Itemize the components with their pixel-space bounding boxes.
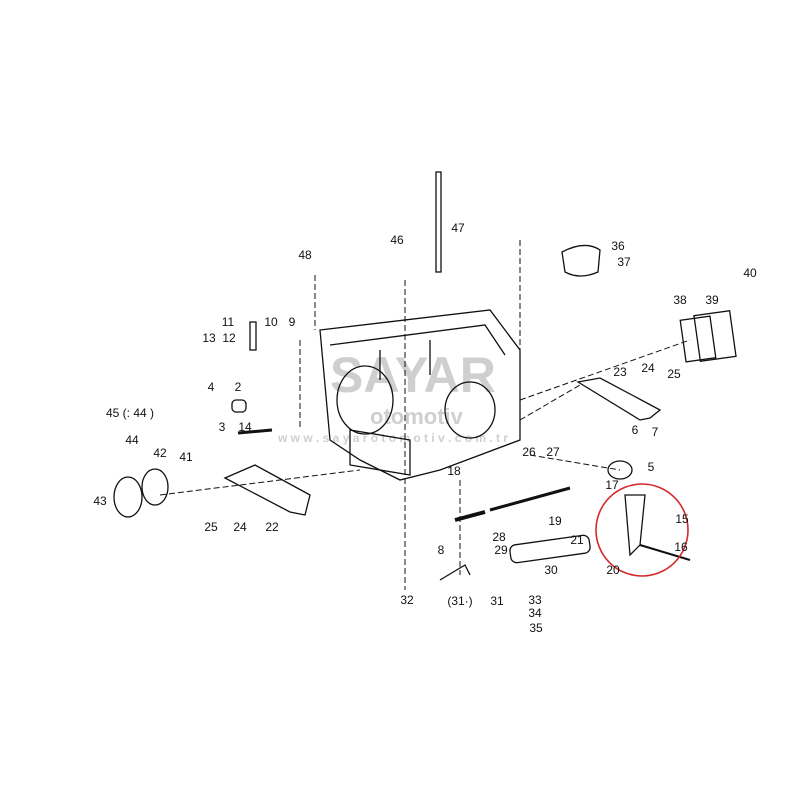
part-label-l47: 47 — [451, 221, 465, 235]
part-label-l36: 36 — [611, 239, 625, 253]
part-label-l5: 5 — [647, 460, 655, 474]
leader-lines — [159, 240, 691, 590]
part-label-l25b: 25 — [204, 520, 218, 534]
part-label-l32: 32 — [400, 593, 414, 607]
lever-11 — [249, 321, 257, 351]
bushing-2 — [231, 399, 247, 413]
gear-housing — [319, 309, 521, 481]
part-label-l24a: 24 — [641, 361, 655, 375]
bolt-16 — [639, 544, 691, 561]
part-label-l34: 34 — [528, 606, 542, 620]
part-label-l28: 28 — [492, 530, 506, 544]
part-label-l31: 31 — [490, 594, 504, 608]
part-label-l17: 17 — [605, 478, 619, 492]
part-label-l18: 18 — [447, 464, 461, 478]
part-label-l31g: (31·) — [447, 594, 473, 608]
part-label-l11: 11 — [221, 315, 235, 329]
part-label-l37: 37 — [617, 255, 631, 269]
watermark-sub: otomotiv — [370, 404, 463, 429]
part-label-l2: 2 — [234, 380, 242, 394]
part-label-l16: 16 — [674, 540, 688, 554]
gasket-41 — [141, 468, 169, 506]
spring-29 — [509, 534, 591, 564]
part-label-l10: 10 — [264, 315, 278, 329]
part-label-l13: 13 — [202, 331, 216, 345]
part-label-l30: 30 — [544, 563, 558, 577]
part-label-l23: 23 — [613, 365, 627, 379]
part-label-l29: 29 — [494, 543, 508, 557]
stud-47 — [435, 171, 442, 273]
part-label-l38: 38 — [673, 293, 687, 307]
part-label-l7: 7 — [651, 425, 659, 439]
part-label-l33: 33 — [528, 593, 542, 607]
part-label-l44: 44 — [125, 433, 139, 447]
bracket-23 — [576, 377, 662, 421]
lever-8 — [439, 564, 471, 581]
watermark-brand: SAYAR — [330, 347, 496, 403]
part-label-l40: 40 — [743, 266, 757, 280]
part-label-l15: 15 — [675, 512, 689, 526]
part-label-l45: 45 (: 44 ) — [105, 406, 155, 420]
shaft-14 — [237, 428, 273, 435]
bearing-5 — [607, 460, 633, 480]
part-label-l14: 14 — [238, 420, 252, 434]
part-label-l24b: 24 — [233, 520, 247, 534]
watermark-url: w w w . s a y a r o t o m o t i v . c o … — [278, 431, 509, 445]
highlight-circle — [595, 483, 689, 577]
cover-36 — [561, 244, 601, 277]
part-label-l4: 4 — [207, 380, 215, 394]
part-label-l42: 42 — [153, 446, 167, 460]
part-label-l21: 21 — [570, 533, 584, 547]
part-label-l22: 22 — [265, 520, 279, 534]
part-label-l6: 6 — [631, 423, 639, 437]
cover-39 — [693, 309, 737, 363]
part-label-l19: 19 — [548, 514, 562, 528]
part-label-l27: 27 — [546, 445, 560, 459]
part-label-l12: 12 — [222, 331, 236, 345]
part-label-l20: 20 — [606, 563, 620, 577]
part-label-l3: 3 — [218, 420, 226, 434]
bracket-22 — [223, 464, 311, 516]
part-label-l26a: 26 — [522, 445, 536, 459]
part-label-l39: 39 — [705, 293, 719, 307]
part-label-l43: 43 — [93, 494, 107, 508]
part-label-l9: 9 — [288, 315, 296, 329]
cover-42 — [113, 476, 143, 518]
part-label-l8: 8 — [437, 543, 445, 557]
part-label-l46: 46 — [390, 233, 404, 247]
shaft-17 — [489, 486, 571, 512]
part-label-l41: 41 — [179, 450, 193, 464]
part-label-l48: 48 — [298, 248, 312, 262]
part-label-l35: 35 — [529, 621, 543, 635]
gasket-38 — [679, 315, 717, 363]
part-label-l25a: 25 — [667, 367, 681, 381]
